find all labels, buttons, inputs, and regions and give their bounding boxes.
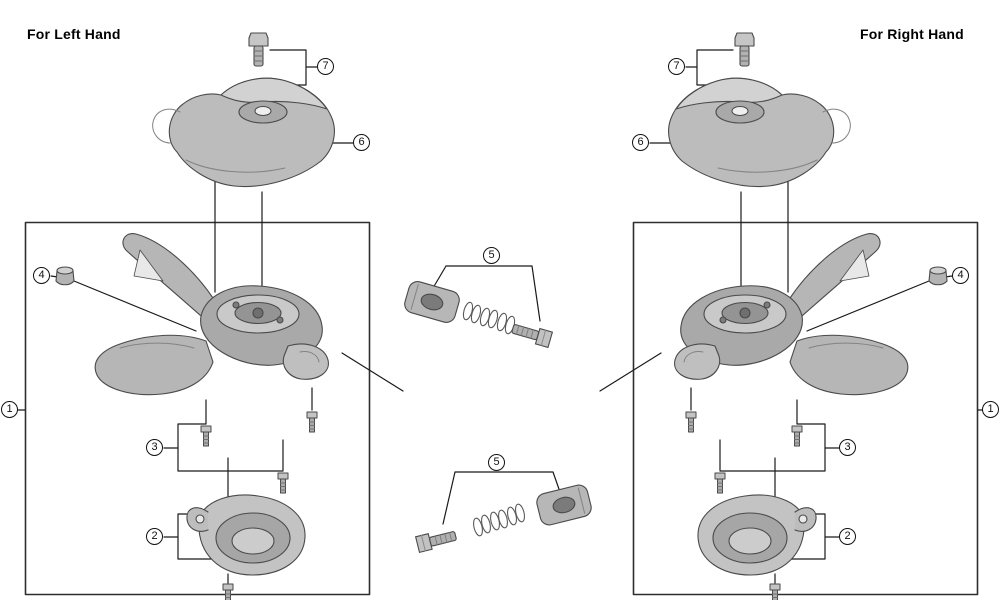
callout-5-lower: 5	[488, 454, 505, 471]
coil-spring	[462, 301, 516, 335]
cable-unit-leader	[341, 352, 404, 392]
base-cover	[186, 494, 306, 576]
coil-spring	[472, 503, 526, 537]
body-screw-a	[232, 301, 240, 309]
adjust-bolt	[511, 324, 554, 349]
spring-coil	[470, 304, 482, 324]
body-center-hole	[252, 307, 264, 319]
adjust-bolt-threads	[434, 532, 453, 546]
spring-coil	[487, 309, 499, 329]
callout-4-left: 4	[33, 267, 50, 284]
adjust-bolt-threads	[515, 325, 534, 339]
callout-1-right: 1	[982, 401, 999, 418]
adjust-barrel	[404, 281, 460, 323]
adjust-bolt-facet	[420, 534, 426, 552]
base-cover-hub	[231, 527, 275, 555]
adjust-bolt-facet	[540, 329, 547, 347]
adjust-bolt-shaft	[429, 531, 457, 547]
right-hand-label: For Right Hand	[860, 26, 964, 42]
lever-ridge	[119, 342, 195, 349]
leader-line-unit-upper	[432, 265, 541, 322]
cable-adjust-unit-upper	[404, 265, 554, 349]
callout-7-left: 7	[317, 58, 334, 75]
callout-1-left: 1	[1, 401, 18, 418]
spring-coil	[497, 509, 509, 529]
upper-cover	[152, 77, 335, 188]
base-cover-screw	[222, 583, 234, 600]
barrel-hole	[420, 293, 444, 311]
fixing-screw	[306, 411, 318, 433]
callout-4-right: 4	[952, 267, 969, 284]
end-cap	[55, 266, 75, 286]
cover-top-highlight	[220, 77, 328, 110]
spring-coil	[514, 503, 526, 523]
callout-3-left: 3	[146, 439, 163, 456]
callout-5-upper: 5	[483, 247, 500, 264]
shifter-exploded-half	[17, 32, 404, 600]
release-lever-cutout	[133, 249, 164, 282]
callout-2-right: 2	[839, 528, 856, 545]
cover-ridge	[185, 159, 286, 173]
adjust-barrel	[536, 484, 592, 526]
barrel-groove	[410, 284, 419, 311]
callout-7-right: 7	[668, 58, 685, 75]
base-cover-tab-hole	[195, 514, 205, 524]
fixing-screw	[277, 472, 289, 494]
barrel-hole	[552, 496, 576, 514]
assembly-group-box	[24, 221, 371, 596]
callout-6-right: 6	[632, 134, 649, 151]
barrel-groove	[577, 487, 586, 514]
callout-2-left: 2	[146, 528, 163, 545]
cover-clamp-hook	[152, 108, 181, 144]
leader-line-unit-lower	[442, 471, 561, 525]
cover-bolt-hole	[254, 105, 272, 117]
end-cap-top	[56, 266, 74, 275]
cable-adjust-unit-lower	[414, 471, 592, 554]
leader-line-screws	[163, 387, 313, 472]
adjust-bolt-shaft	[511, 324, 540, 341]
callout-3-right: 3	[839, 439, 856, 456]
bolt-head	[248, 32, 269, 47]
body-screw-b	[276, 316, 284, 324]
callout-6-left: 6	[353, 134, 370, 151]
fixing-screw	[200, 425, 212, 447]
main-shift-lever	[94, 334, 214, 396]
cable-cover	[282, 343, 329, 380]
bolt-threads	[253, 50, 264, 62]
clamp-bolt	[248, 32, 269, 67]
main-lever-assembly	[94, 233, 329, 396]
shifter-exploded-half-right	[600, 33, 985, 600]
spring-coil	[480, 514, 492, 534]
left-hand-label: For Left Hand	[27, 26, 121, 42]
adjust-bolt	[414, 531, 457, 554]
cable-cover-ridge	[299, 351, 320, 363]
